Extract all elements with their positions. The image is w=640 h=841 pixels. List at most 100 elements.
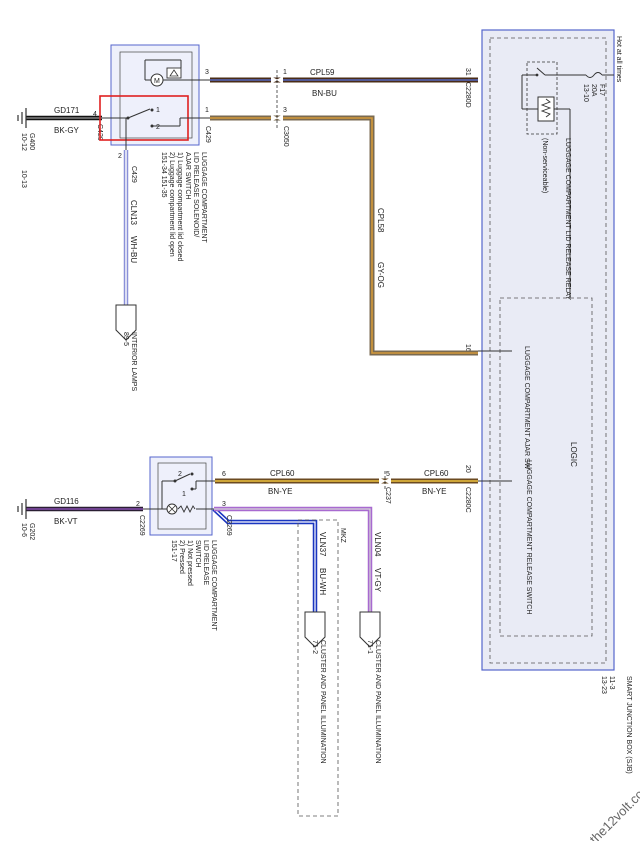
release-pos-1: 1 xyxy=(182,491,186,498)
connector-c2269: C2269 xyxy=(138,515,145,536)
fuse-page: 13-10 xyxy=(582,84,589,102)
connector-c2269b: C2269 xyxy=(225,515,232,536)
pin-4: 4 xyxy=(93,111,97,118)
connector-c3050: C3050 xyxy=(282,126,289,147)
resistor-icon xyxy=(177,504,196,514)
g400-label: G400 xyxy=(28,133,35,150)
release-pos-2: 2 xyxy=(178,471,182,478)
pin-6: 6 xyxy=(222,471,226,478)
interior-lamps-label: INTERIOR LAMPS xyxy=(130,332,137,391)
hot-at-all-times: Hot at all times xyxy=(615,36,622,83)
connector-c237: C237 xyxy=(384,487,391,504)
ground-g400-icon xyxy=(17,108,27,128)
sjb-connector-d: C2280D xyxy=(464,82,471,108)
g400-page: 10-12 xyxy=(20,133,27,151)
sjb-pin-31: 31 xyxy=(464,68,471,76)
ajar-pos-1: 1 xyxy=(156,107,160,114)
solenoid-title-2: LID RELEASE SOLENOID/ xyxy=(192,152,199,237)
cpl60-left-color: BN-YE xyxy=(268,487,292,496)
fuse-icon xyxy=(585,72,603,78)
solenoid-title-1: LUGGAGE COMPARTMENT xyxy=(200,152,207,243)
mkz-option-box xyxy=(297,519,339,817)
connector-c429: C429 xyxy=(204,126,211,143)
sjb-page-b: 13-23 xyxy=(600,676,607,694)
pin-2: 2 xyxy=(118,153,122,160)
ground-g202-icon xyxy=(17,499,27,519)
cpl60-right-circuit: CPL60 xyxy=(424,469,449,478)
logic-label: LOGIC xyxy=(569,442,578,467)
interior-lamps-page: 89-5 xyxy=(122,332,129,346)
g202-label: G202 xyxy=(28,523,35,540)
vln37-color: BU-WH xyxy=(318,568,327,595)
vln37-circuit: VLN37 xyxy=(318,532,327,557)
cln13-circuit: CLN13 xyxy=(129,200,138,225)
sjb-box xyxy=(481,29,615,671)
solenoid-inner xyxy=(119,51,193,139)
pin-3b: 3 xyxy=(283,107,287,114)
pin-5: 5 xyxy=(386,471,390,478)
pin-3c: 3 xyxy=(222,501,226,508)
solenoid-state-1: 1) Luggage compartment lid closed xyxy=(176,152,183,261)
ajar-switch-icon xyxy=(127,108,151,119)
cpl58-circuit: CPL58 xyxy=(376,208,385,233)
release-switch-label: LUGGAGE COMPARTMENT RELEASE SWITCH xyxy=(525,460,532,614)
logic-box xyxy=(499,297,593,637)
release-sw-title-1: LUGGAGE COMPARTMENT xyxy=(210,540,217,631)
cluster-1-page: 71-1 xyxy=(366,640,373,654)
release-switch-inner xyxy=(157,462,207,530)
release-sw-page: 151-17 xyxy=(170,540,177,562)
fuse-rating: 20A xyxy=(590,84,597,97)
ajar-sw-label: LUGGAGE COMPARTMENT AJAR SW xyxy=(523,346,530,470)
g202-page: 10-6 xyxy=(20,523,27,537)
relay-contact-icon xyxy=(536,67,546,76)
gd171-circuit: GD171 xyxy=(54,106,80,115)
wire-vln04 xyxy=(214,506,373,612)
relay-box xyxy=(526,61,558,135)
solenoid-pages: 151-34 151-35 xyxy=(160,152,167,198)
sjb-page-a: 11-3 xyxy=(608,676,615,690)
gd116-circuit: GD116 xyxy=(54,497,79,506)
sjb-name: SMART JUNCTION BOX (SJB) xyxy=(625,676,632,774)
release-contact-icon xyxy=(174,473,191,482)
cluster-1-label: CLUSTER AND PANEL ILLUMINATION xyxy=(374,640,381,764)
pin-1a: 1 xyxy=(283,69,287,76)
gd171-color: BK-GY xyxy=(54,126,80,135)
sjb-pin-16: 16 xyxy=(464,344,471,352)
pin-1b: 1 xyxy=(205,107,209,114)
wire-cpl58 xyxy=(210,115,478,356)
vln04-color: VT-GY xyxy=(373,568,382,593)
sjb-pin-20: 20 xyxy=(464,465,471,473)
pin-3a: 3 xyxy=(205,69,209,76)
motor-label: M xyxy=(154,78,160,85)
fuse-id: F17 xyxy=(598,84,605,96)
cpl59-circuit: CPL59 xyxy=(310,68,335,77)
g400-page2: 10-13 xyxy=(20,170,27,188)
relay-title: LUGGAGE COMPARTMENT LID RELEASE RELAY xyxy=(564,138,571,300)
interior-lamps-arrow-icon xyxy=(115,304,137,341)
cpl58-color: GY-OG xyxy=(376,262,385,288)
gd116-color: BK-VT xyxy=(54,517,78,526)
mkz-label: MKZ xyxy=(339,528,346,544)
release-sw-state-1: 1) Not pressed xyxy=(186,540,193,586)
ajar-pos-2: 2 xyxy=(156,124,160,131)
connector-c429c: C429 xyxy=(130,166,137,183)
cluster-1-arrow-icon xyxy=(359,611,381,648)
pin-2b: 2 xyxy=(136,501,140,508)
cpl60-right-color: BN-YE xyxy=(422,487,446,496)
cluster-2-arrow-icon xyxy=(304,611,326,648)
release-switch-component xyxy=(149,456,213,536)
cluster-2-page: 71-2 xyxy=(311,640,318,654)
solenoid-state-2: 2) Luggage compartment lid open xyxy=(168,152,175,257)
watermark: the12volt.com xyxy=(587,779,640,841)
cpl59-color: BN-BU xyxy=(312,89,337,98)
relay-coil-icon xyxy=(537,96,555,122)
vln04-circuit: VLN04 xyxy=(373,532,382,557)
cpl60-left-circuit: CPL60 xyxy=(270,469,295,478)
release-sw-title-3: SWITCH xyxy=(194,540,201,568)
relay-note: (Non-serviceable) xyxy=(541,138,548,193)
solenoid-title-3: AJAR SWITCH xyxy=(184,152,191,199)
release-sw-title-2: LID RELEASE xyxy=(202,540,209,585)
diode-icon xyxy=(166,67,182,79)
